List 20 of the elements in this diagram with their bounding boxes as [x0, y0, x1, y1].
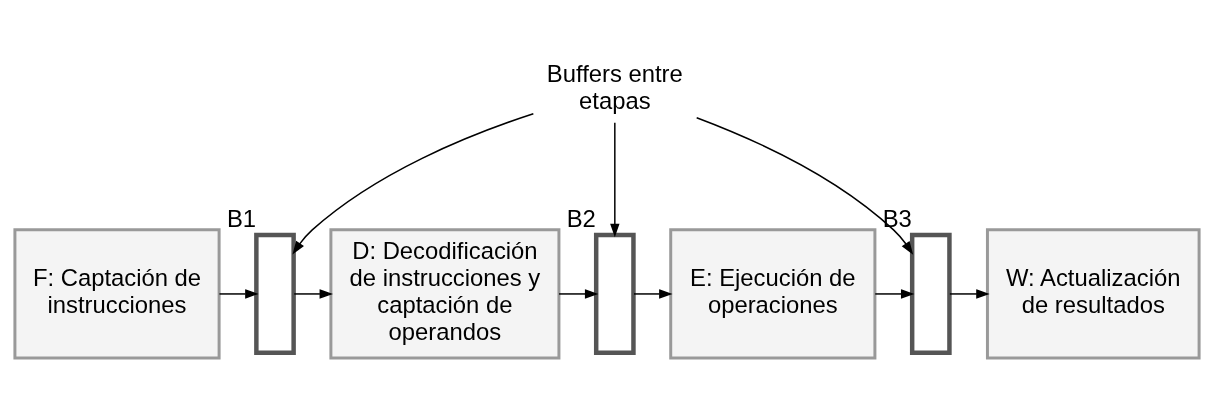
node-label: B1 — [226, 205, 257, 233]
node-box: F: Captación de instrucciones — [13, 228, 221, 360]
node-label: B3 — [882, 205, 912, 233]
arrow — [218, 289, 259, 299]
node-label: B2 — [566, 205, 596, 233]
arrow — [949, 289, 990, 299]
node-box: D: Decodificación de instrucciones y captación de operandos — [329, 228, 561, 360]
arrow — [292, 112, 535, 255]
arrow — [558, 289, 599, 299]
node-box — [254, 232, 296, 356]
arrow — [610, 121, 620, 238]
node-box — [909, 232, 952, 356]
node-text: Buffers entre etapas — [546, 60, 683, 114]
arrow — [633, 289, 673, 299]
node-box: W: Actualización de resultados — [985, 228, 1201, 360]
arrow — [293, 289, 333, 299]
node-box — [593, 232, 636, 356]
arrow — [874, 289, 915, 299]
arrow — [695, 116, 914, 255]
node-box: E: Ejecución de operaciones — [669, 228, 877, 360]
